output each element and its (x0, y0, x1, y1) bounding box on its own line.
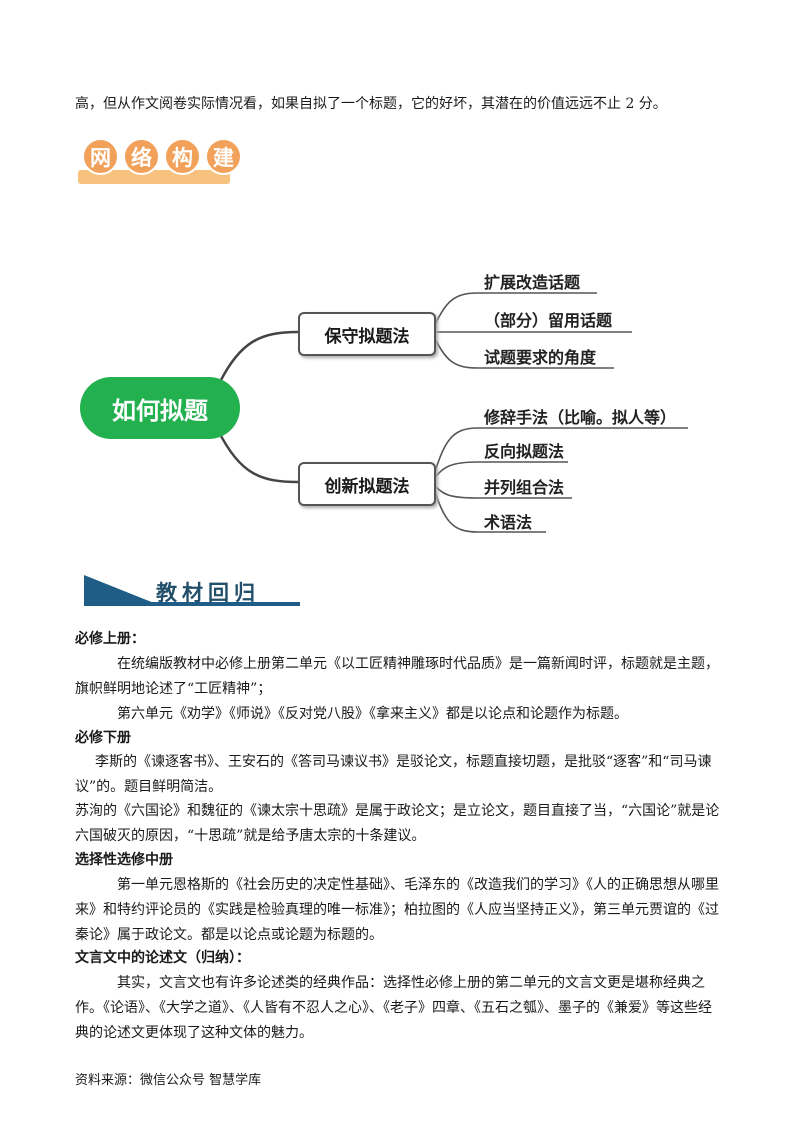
section-title: 教材回归 (156, 580, 260, 605)
heading-elective-mid: 选择性选修中册 (75, 852, 173, 868)
section-triangle (84, 575, 154, 603)
network-construction-badge: 网 络 构 建 (78, 138, 242, 190)
branch-innovative: 创新拟题法 (298, 462, 436, 506)
footer-source: 资料来源：微信公众号 智慧学库 (75, 1073, 262, 1088)
badge-char: 络 (123, 138, 160, 175)
heading-required-vol2: 必修下册 (75, 730, 131, 746)
intro-text: 高，但从作文阅卷实际情况看，如果自拟了一个标题，它的好坏，其潜在的价值远远不止 … (75, 96, 667, 112)
paragraph: 其实，文言文也有许多论述类的经典作品：选择性必修上册的第二单元的文言文更是堪称经… (75, 975, 712, 1041)
badge-char: 构 (164, 138, 201, 175)
badge-char: 建 (205, 138, 242, 175)
leaf-retain-topic: （部分）留用话题 (484, 311, 613, 330)
paragraph: 苏洵的《六国论》和魏征的《谏太宗十思疏》是属于政论文；是立论文，题目直接了当，“… (75, 803, 720, 844)
leaf-expand-topic: 扩展改造话题 (484, 273, 581, 292)
paragraph: 李斯的《谏逐客书》、王安石的《答司马谏议书》是驳论文，标题直接切题，是批驳“逐客… (75, 754, 712, 795)
leaf-terminology: 术语法 (484, 513, 533, 532)
mindmap-root: 如何拟题 (80, 377, 240, 439)
badge-char: 网 (82, 138, 119, 175)
heading-required-vol1: 必修上册： (75, 631, 145, 647)
paragraph: 在统编版教材中必修上册第二单元《以工匠精神雕琢时代品质》是一篇新闻时评，标题就是… (75, 656, 719, 697)
badge-ribbon (78, 170, 230, 184)
paragraph: 第一单元恩格斯的《社会历史的决定性基础》、毛泽东的《改造我们的学习》《人的正确思… (75, 877, 719, 943)
leaf-parallel: 并列组合法 (484, 478, 565, 497)
branch-conservative: 保守拟题法 (298, 312, 436, 356)
leaf-reverse: 反向拟题法 (484, 442, 565, 461)
heading-classical-argument: 文言文中的论述文（归纳）： (75, 950, 250, 966)
section-underline (84, 602, 300, 606)
section-textbook-review: 教材回归 (84, 575, 300, 607)
mindmap-connectors (216, 292, 688, 533)
leaf-rhetoric: 修辞手法（比喻。拟人等） (484, 408, 677, 427)
leaf-question-angle: 试题要求的角度 (484, 348, 597, 367)
paragraph: 第六单元《劝学》《师说》《反对党八股》《拿来主义》都是以论点和论题作为标题。 (117, 706, 628, 722)
